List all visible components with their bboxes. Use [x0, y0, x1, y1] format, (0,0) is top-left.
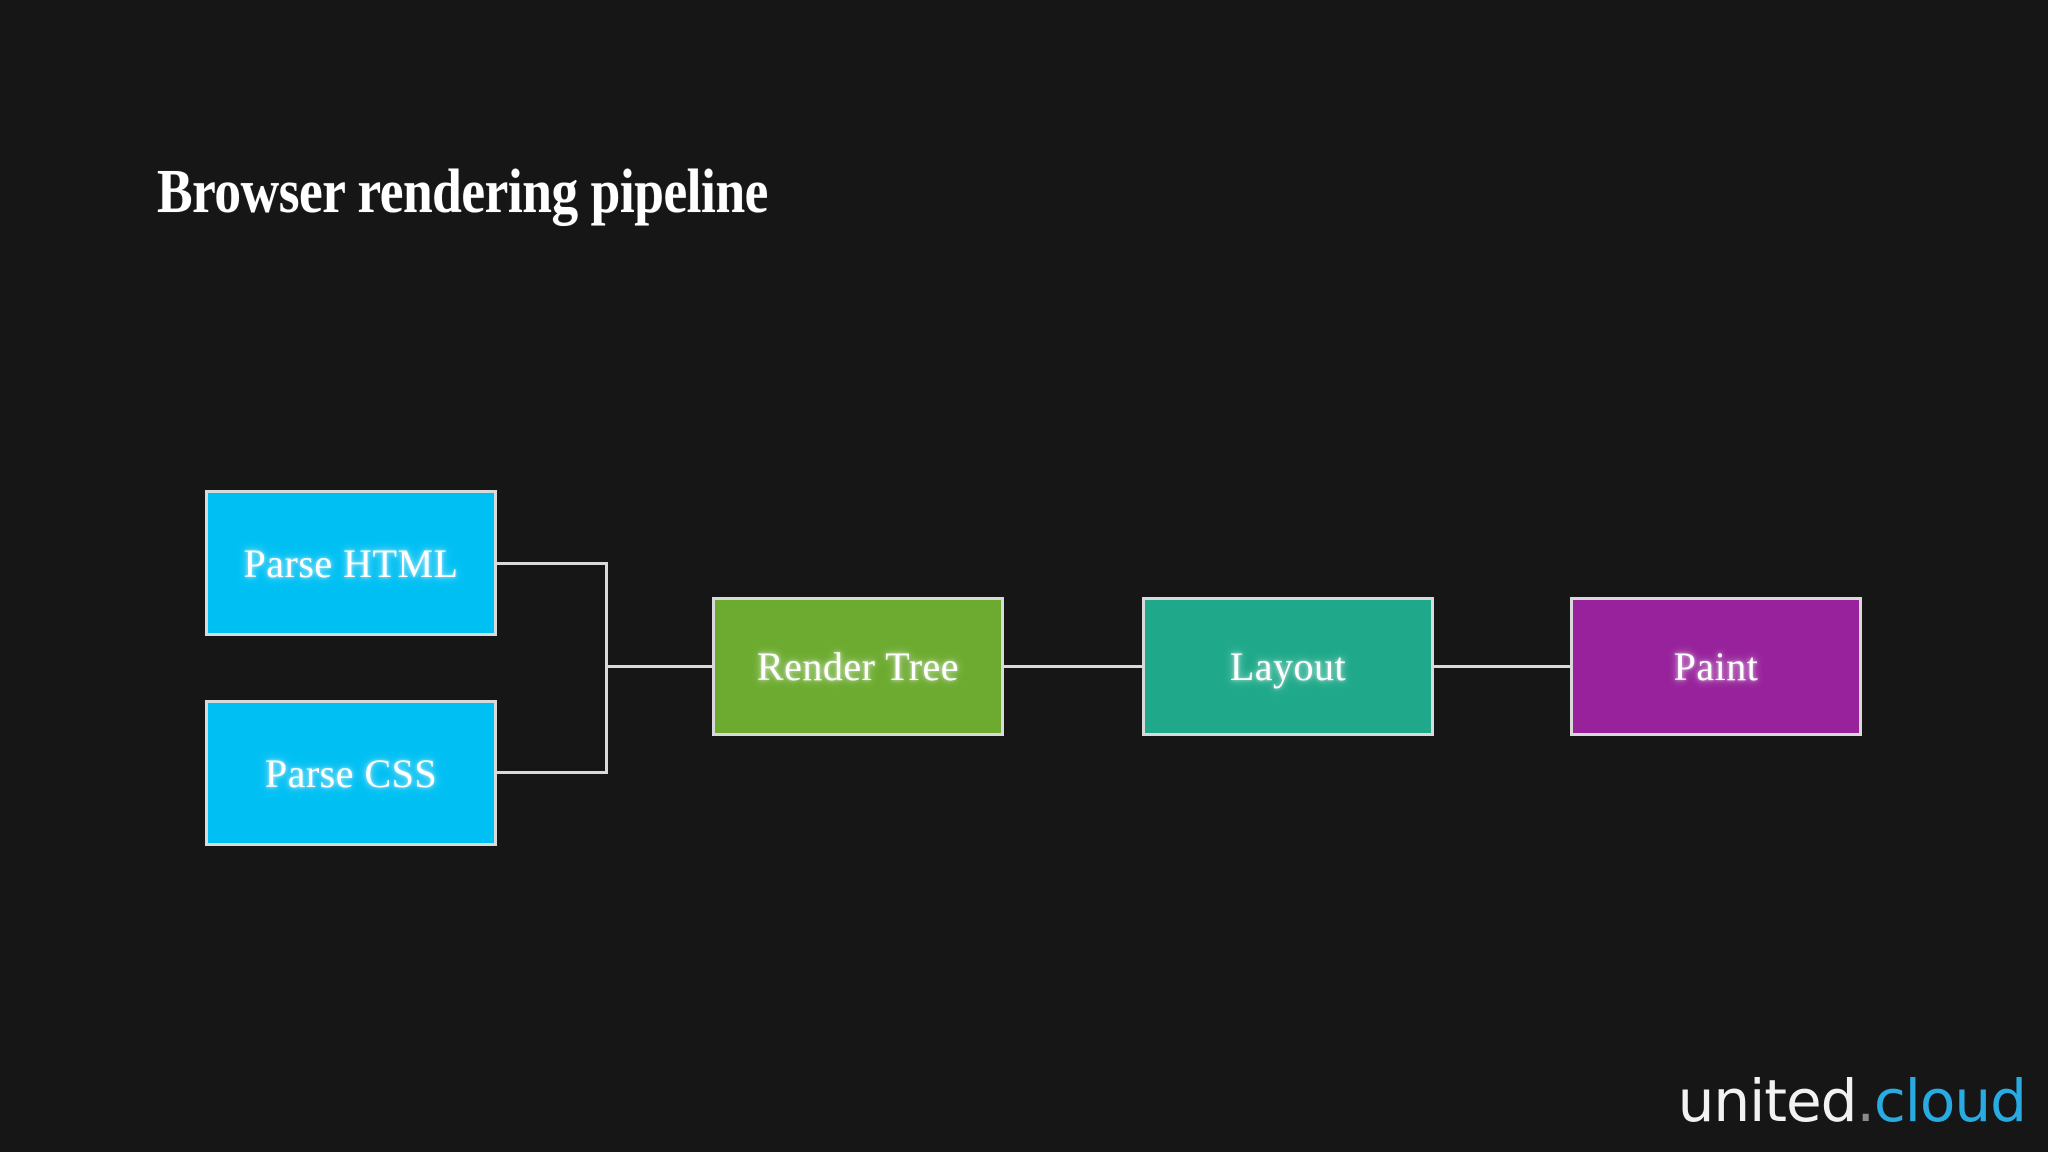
node-paint-label: Paint — [1673, 644, 1759, 689]
node-render-tree-label: Render Tree — [756, 644, 960, 689]
connector-render-tree-to-layout — [1003, 665, 1144, 668]
node-parse-html-label: Parse HTML — [243, 540, 459, 586]
connector-parse-html-to-junction — [497, 562, 608, 565]
connector-layout-to-paint — [1432, 665, 1572, 668]
logo-text-cloud: cloud — [1873, 1067, 2027, 1135]
connector-junction-to-render-tree — [605, 665, 715, 668]
node-layout-label: Layout — [1229, 644, 1347, 689]
connector-junction-vertical — [605, 562, 608, 774]
node-paint[interactable]: Paint — [1570, 597, 1862, 736]
node-parse-html[interactable]: Parse HTML — [205, 490, 497, 636]
page-title: Browser rendering pipeline — [157, 157, 768, 226]
connector-parse-css-to-junction — [497, 771, 608, 774]
node-layout[interactable]: Layout — [1142, 597, 1434, 736]
node-render-tree[interactable]: Render Tree — [712, 597, 1004, 736]
logo-separator-dot: . — [1856, 1067, 1874, 1135]
node-parse-css[interactable]: Parse CSS — [205, 700, 497, 846]
node-parse-css-label: Parse CSS — [264, 750, 438, 796]
united-cloud-logo: united.cloud — [1678, 1072, 2027, 1130]
logo-text-united: united — [1677, 1067, 1858, 1135]
